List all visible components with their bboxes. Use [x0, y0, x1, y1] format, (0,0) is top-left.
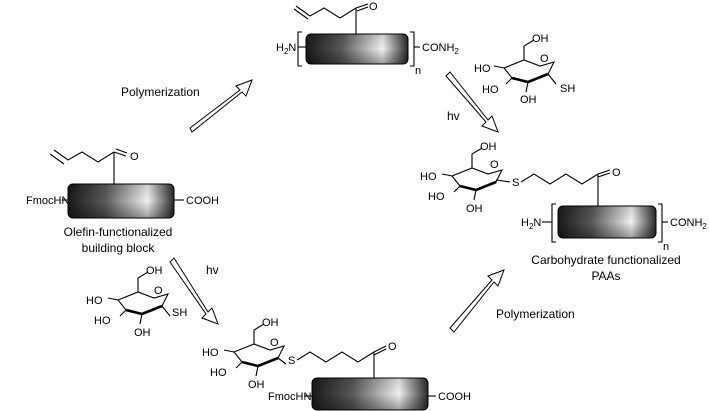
chem-label: HO: [86, 295, 103, 307]
chem-label: SH: [172, 307, 187, 319]
chem-label: CONH: [670, 217, 702, 229]
chem-label: OH: [248, 379, 265, 391]
chem-label: S: [288, 355, 295, 367]
chem-label: HO: [420, 171, 437, 183]
chem-label: OH: [532, 33, 549, 45]
hv-label-left: hv: [206, 263, 219, 277]
fmochn-bottom: FmocHN: [268, 391, 311, 403]
chem-label: OH: [466, 203, 483, 215]
product-label-2: PAAs: [591, 269, 620, 283]
chem-label: HO: [94, 315, 111, 327]
chem-label: OH: [480, 141, 497, 153]
building-block-label-1: Olefin-functionalized: [64, 225, 173, 239]
cooh-bottom: COOH: [438, 391, 471, 403]
chem-label: n: [663, 241, 669, 253]
thioglucose-top: OH HO HO OH O SH: [474, 33, 575, 106]
chem-label: OH: [520, 94, 537, 106]
chem-label: HO: [474, 63, 491, 75]
chem-label: HO: [202, 347, 219, 359]
chem-label: O: [490, 159, 499, 171]
chem-label: N: [288, 42, 296, 54]
chem-label: OH: [262, 317, 279, 329]
hv-arrow-right: hv: [445, 71, 499, 133]
chem-label: SH: [560, 83, 575, 95]
chem-label: HO: [428, 191, 445, 203]
top-oxygen: O: [369, 1, 378, 13]
chem-label: H: [276, 42, 284, 54]
chem-label: HO: [210, 367, 227, 379]
product-label-1: Carbohydrate functionalized: [531, 253, 680, 267]
polymerization-arrow-top: Polymerization: [121, 79, 253, 133]
top-h2n: H2N: [276, 42, 296, 56]
chem-label: CONH: [422, 42, 454, 54]
chem-label: 2: [529, 222, 534, 231]
chem-label: O: [270, 337, 279, 349]
product-conh2: CONH2: [670, 217, 707, 231]
chem-label: O: [612, 167, 621, 179]
polymerization-label-top: Polymerization: [121, 85, 200, 99]
chem-label: OH: [146, 265, 163, 277]
chem-label: H: [521, 217, 529, 229]
chem-label: O: [540, 53, 549, 65]
product-h2n: H2N: [521, 217, 541, 231]
top-conh2: CONH2: [422, 42, 459, 56]
fmochn-left: FmocHN: [26, 195, 69, 207]
polymerization-arrow-bottom: Polymerization: [449, 269, 575, 333]
top-polymer: O H2N n CONH2: [276, 1, 459, 77]
polymerization-label-bottom: Polymerization: [496, 307, 575, 321]
top-repeat-n: n: [415, 65, 421, 77]
building-block-label-2: building block: [82, 241, 156, 255]
chem-label: O: [388, 341, 397, 353]
chem-label: O: [130, 151, 139, 163]
chem-label: N: [533, 217, 541, 229]
chem-label: HO: [482, 84, 499, 96]
chem-label: O: [154, 285, 163, 297]
chem-label: 2: [454, 47, 459, 56]
product: OH HO HO OH O S O H2N n CONH2 Carbohydra…: [420, 141, 707, 283]
chem-label: OH: [134, 327, 151, 339]
thioglucose-left: OH HO HO OH O SH: [86, 265, 187, 339]
bottom-intermediate: OH HO HO OH O S O FmocHN COOH: [202, 317, 471, 411]
chem-label: S: [512, 177, 519, 189]
cooh-left: COOH: [186, 195, 219, 207]
hv-arrow-left: hv: [169, 257, 219, 325]
chem-label: 2: [702, 222, 707, 231]
chem-label: 2: [284, 47, 289, 56]
building-block: O FmocHN COOH Olefin-functionalized buil…: [26, 148, 219, 255]
hv-label-right: hv: [447, 109, 460, 123]
